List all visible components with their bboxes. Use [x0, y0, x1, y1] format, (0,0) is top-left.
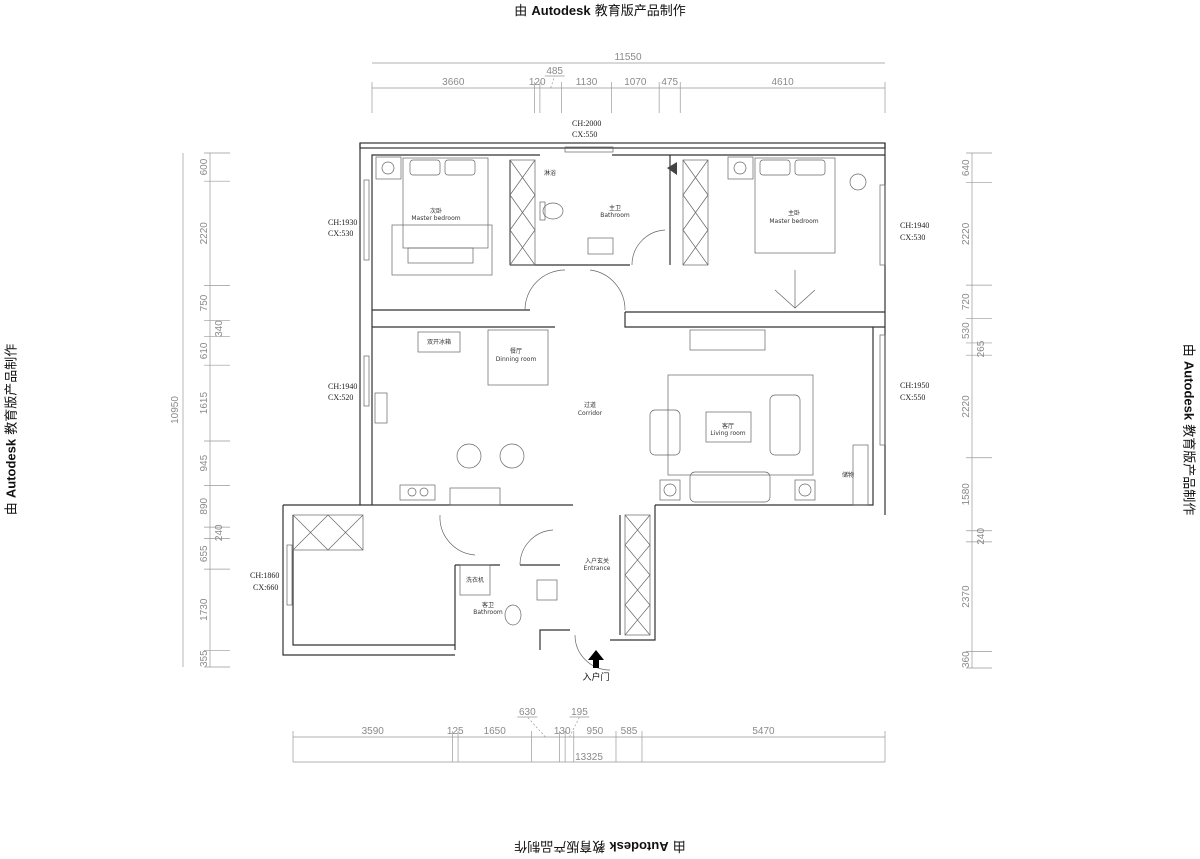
room-label-en: Entrance	[584, 565, 611, 572]
dimension-label: 630	[519, 707, 536, 718]
dimension-total: 11550	[614, 52, 642, 63]
dimension-label: 5470	[752, 726, 775, 737]
window-ch: CH:2000	[572, 119, 601, 128]
window-cx: CX:520	[328, 393, 353, 402]
dimension-label: 1580	[961, 483, 972, 506]
dimension-leader	[550, 75, 555, 89]
dimension-leader	[527, 716, 546, 738]
dimension-label: 1615	[199, 392, 210, 415]
dimension-label: 2220	[199, 222, 210, 245]
room-label-dining: 餐厅	[510, 347, 522, 355]
dimension-label: 130	[554, 726, 571, 737]
room-label-en: Dinning room	[496, 356, 537, 363]
entry-door-label: 入户门	[582, 671, 609, 683]
dimension-label: 1130	[576, 77, 598, 88]
room-label-en: Master bedroom	[411, 215, 460, 222]
fixture-shower: 淋浴	[544, 169, 556, 177]
dimension-label: 4610	[771, 77, 794, 88]
doors	[439, 162, 677, 671]
dimension-label: 945	[199, 454, 210, 471]
dimension-label: 950	[587, 726, 604, 737]
window-cx: CX:550	[900, 393, 925, 402]
dimension-label: 3660	[442, 77, 465, 88]
window-ch: CH:1940	[328, 382, 357, 391]
dimension-label: 360	[961, 651, 972, 668]
dimension-label: 585	[621, 726, 638, 737]
windows	[286, 146, 886, 606]
entry-arrow-icon	[588, 650, 604, 668]
room-label-entrance: 入户玄关	[585, 557, 609, 565]
room-label-en: Bathroom	[473, 609, 503, 616]
dimension-label: 750	[199, 294, 210, 311]
north-arrow-icon	[667, 162, 677, 175]
room-label-master-bedroom: 主卧	[788, 209, 800, 217]
window-cx: CX:530	[900, 233, 925, 242]
dimension-label: 3590	[362, 726, 385, 737]
room-label-second-bedroom: 次卧	[430, 207, 442, 215]
dimension-label: 120	[529, 77, 546, 88]
dimension-label: 890	[199, 497, 210, 514]
window-ch: CH:1860	[250, 571, 279, 580]
room-label-en: Master bedroom	[769, 218, 818, 225]
dimension-label: 530	[961, 322, 972, 339]
window-cx: CX:660	[253, 583, 278, 592]
watermark-top: 由 Autodesk 教育版产品制作	[514, 3, 686, 19]
dimension-label: 125	[447, 726, 464, 737]
room-labels: 次卧 Master bedroom 主卫 Bathroom 主卧 Master …	[411, 169, 854, 683]
dimension-label: 600	[199, 158, 210, 175]
room-label-en: Bathroom	[600, 212, 630, 219]
dimension-label: 2370	[961, 585, 972, 608]
dimension-label: 610	[199, 342, 210, 359]
dimension-label: 485	[546, 66, 563, 77]
window-cx: CX:530	[328, 229, 353, 238]
furniture	[292, 156, 869, 636]
fixture-cabinet: 储物	[842, 471, 854, 479]
dimension-label: 2220	[961, 222, 972, 245]
room-label-en: Corridor	[578, 410, 603, 417]
dimension-label: 2220	[961, 395, 972, 418]
dimension-label: 1730	[199, 598, 210, 621]
dimension-label: 1650	[484, 726, 507, 737]
dimension-leader	[569, 716, 580, 738]
dimension-label: 265	[976, 340, 987, 357]
room-label-master-bath: 主卫	[609, 204, 621, 212]
room-label-guest-bath: 客卫	[482, 601, 494, 609]
dimension-label: 355	[199, 650, 210, 667]
room-label-living: 客厅	[722, 422, 734, 430]
window-cx: CX:550	[572, 130, 597, 139]
dimension-label: 240	[976, 528, 987, 545]
window-annotations: CH:2000 CX:550 CH:1930 CX:530 CH:1940 CX…	[250, 119, 929, 592]
dimension-label: 475	[661, 77, 678, 88]
fixture-fridge: 双开冰箱	[427, 338, 451, 346]
window-ch: CH:1930	[328, 218, 357, 227]
dimension-label: 240	[214, 524, 225, 541]
dimension-label: 640	[961, 159, 972, 176]
dimension-label: 655	[199, 545, 210, 562]
room-label-en: Living room	[710, 430, 745, 437]
dimension-total: 13325	[575, 752, 603, 763]
dimension-label: 720	[961, 293, 972, 310]
dimension-label: 195	[571, 707, 588, 718]
window-ch: CH:1940	[900, 221, 929, 230]
window-ch: CH:1950	[900, 381, 929, 390]
room-label-corridor: 过道	[584, 401, 596, 409]
dimension-total: 10950	[170, 396, 181, 424]
dimension-label: 340	[214, 320, 225, 337]
fixture-washer: 洗衣机	[466, 576, 484, 584]
dimension-label: 1070	[624, 77, 647, 88]
